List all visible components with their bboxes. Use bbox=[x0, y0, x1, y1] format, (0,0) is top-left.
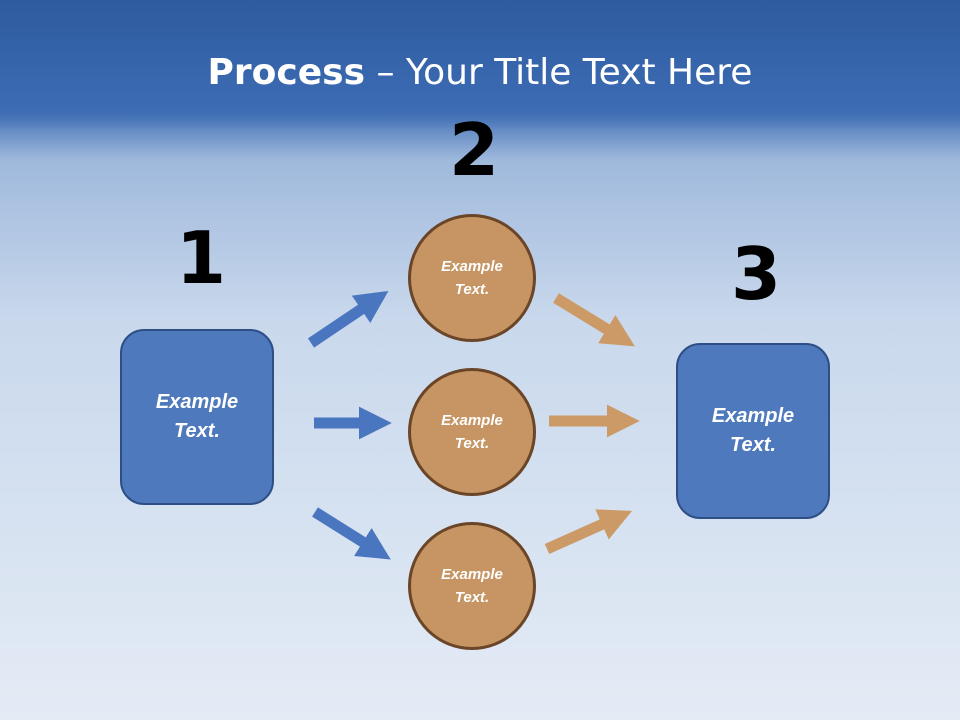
title-bold: Process bbox=[207, 52, 366, 93]
step-3-box-line1: Example bbox=[711, 405, 795, 427]
step-3-box-line2: Text. bbox=[730, 434, 776, 456]
step-1-box-text: Example Text. bbox=[156, 388, 238, 446]
circle-1-line2: Text. bbox=[454, 281, 490, 298]
step-3-box: Example Text. bbox=[676, 343, 830, 519]
step-1-box: Example Text. bbox=[120, 329, 274, 505]
step-1-box-line2: Text. bbox=[174, 420, 220, 442]
title-rest: – Your Title Text Here bbox=[365, 52, 753, 93]
circle-1-line1: Example bbox=[441, 258, 503, 275]
page-title: Process – Your Title Text Here bbox=[0, 52, 960, 93]
circle-3-line2: Text. bbox=[454, 589, 490, 606]
circle-2-line2: Text. bbox=[454, 435, 490, 452]
arrow-box-to-circle-3 bbox=[312, 507, 391, 560]
step-3-box-text: Example Text. bbox=[712, 402, 794, 460]
step-2-circle-2: Example Text. bbox=[408, 368, 536, 496]
step-2-circle-3: Example Text. bbox=[408, 522, 536, 650]
arrow-circle-1-to-box bbox=[553, 293, 635, 347]
title-band bbox=[0, 0, 960, 130]
circle-3-line1: Example bbox=[441, 566, 503, 583]
step-number-3: 3 bbox=[731, 232, 782, 316]
step-number-1: 1 bbox=[176, 216, 227, 300]
arrow-circle-3-to-box bbox=[544, 509, 633, 555]
step-number-2: 2 bbox=[449, 108, 500, 192]
arrow-box-to-circle-1 bbox=[307, 290, 389, 348]
step-1-box-line1: Example bbox=[155, 391, 239, 413]
circle-2-line1: Example bbox=[441, 412, 503, 429]
step-2-circle-1: Example Text. bbox=[408, 214, 536, 342]
